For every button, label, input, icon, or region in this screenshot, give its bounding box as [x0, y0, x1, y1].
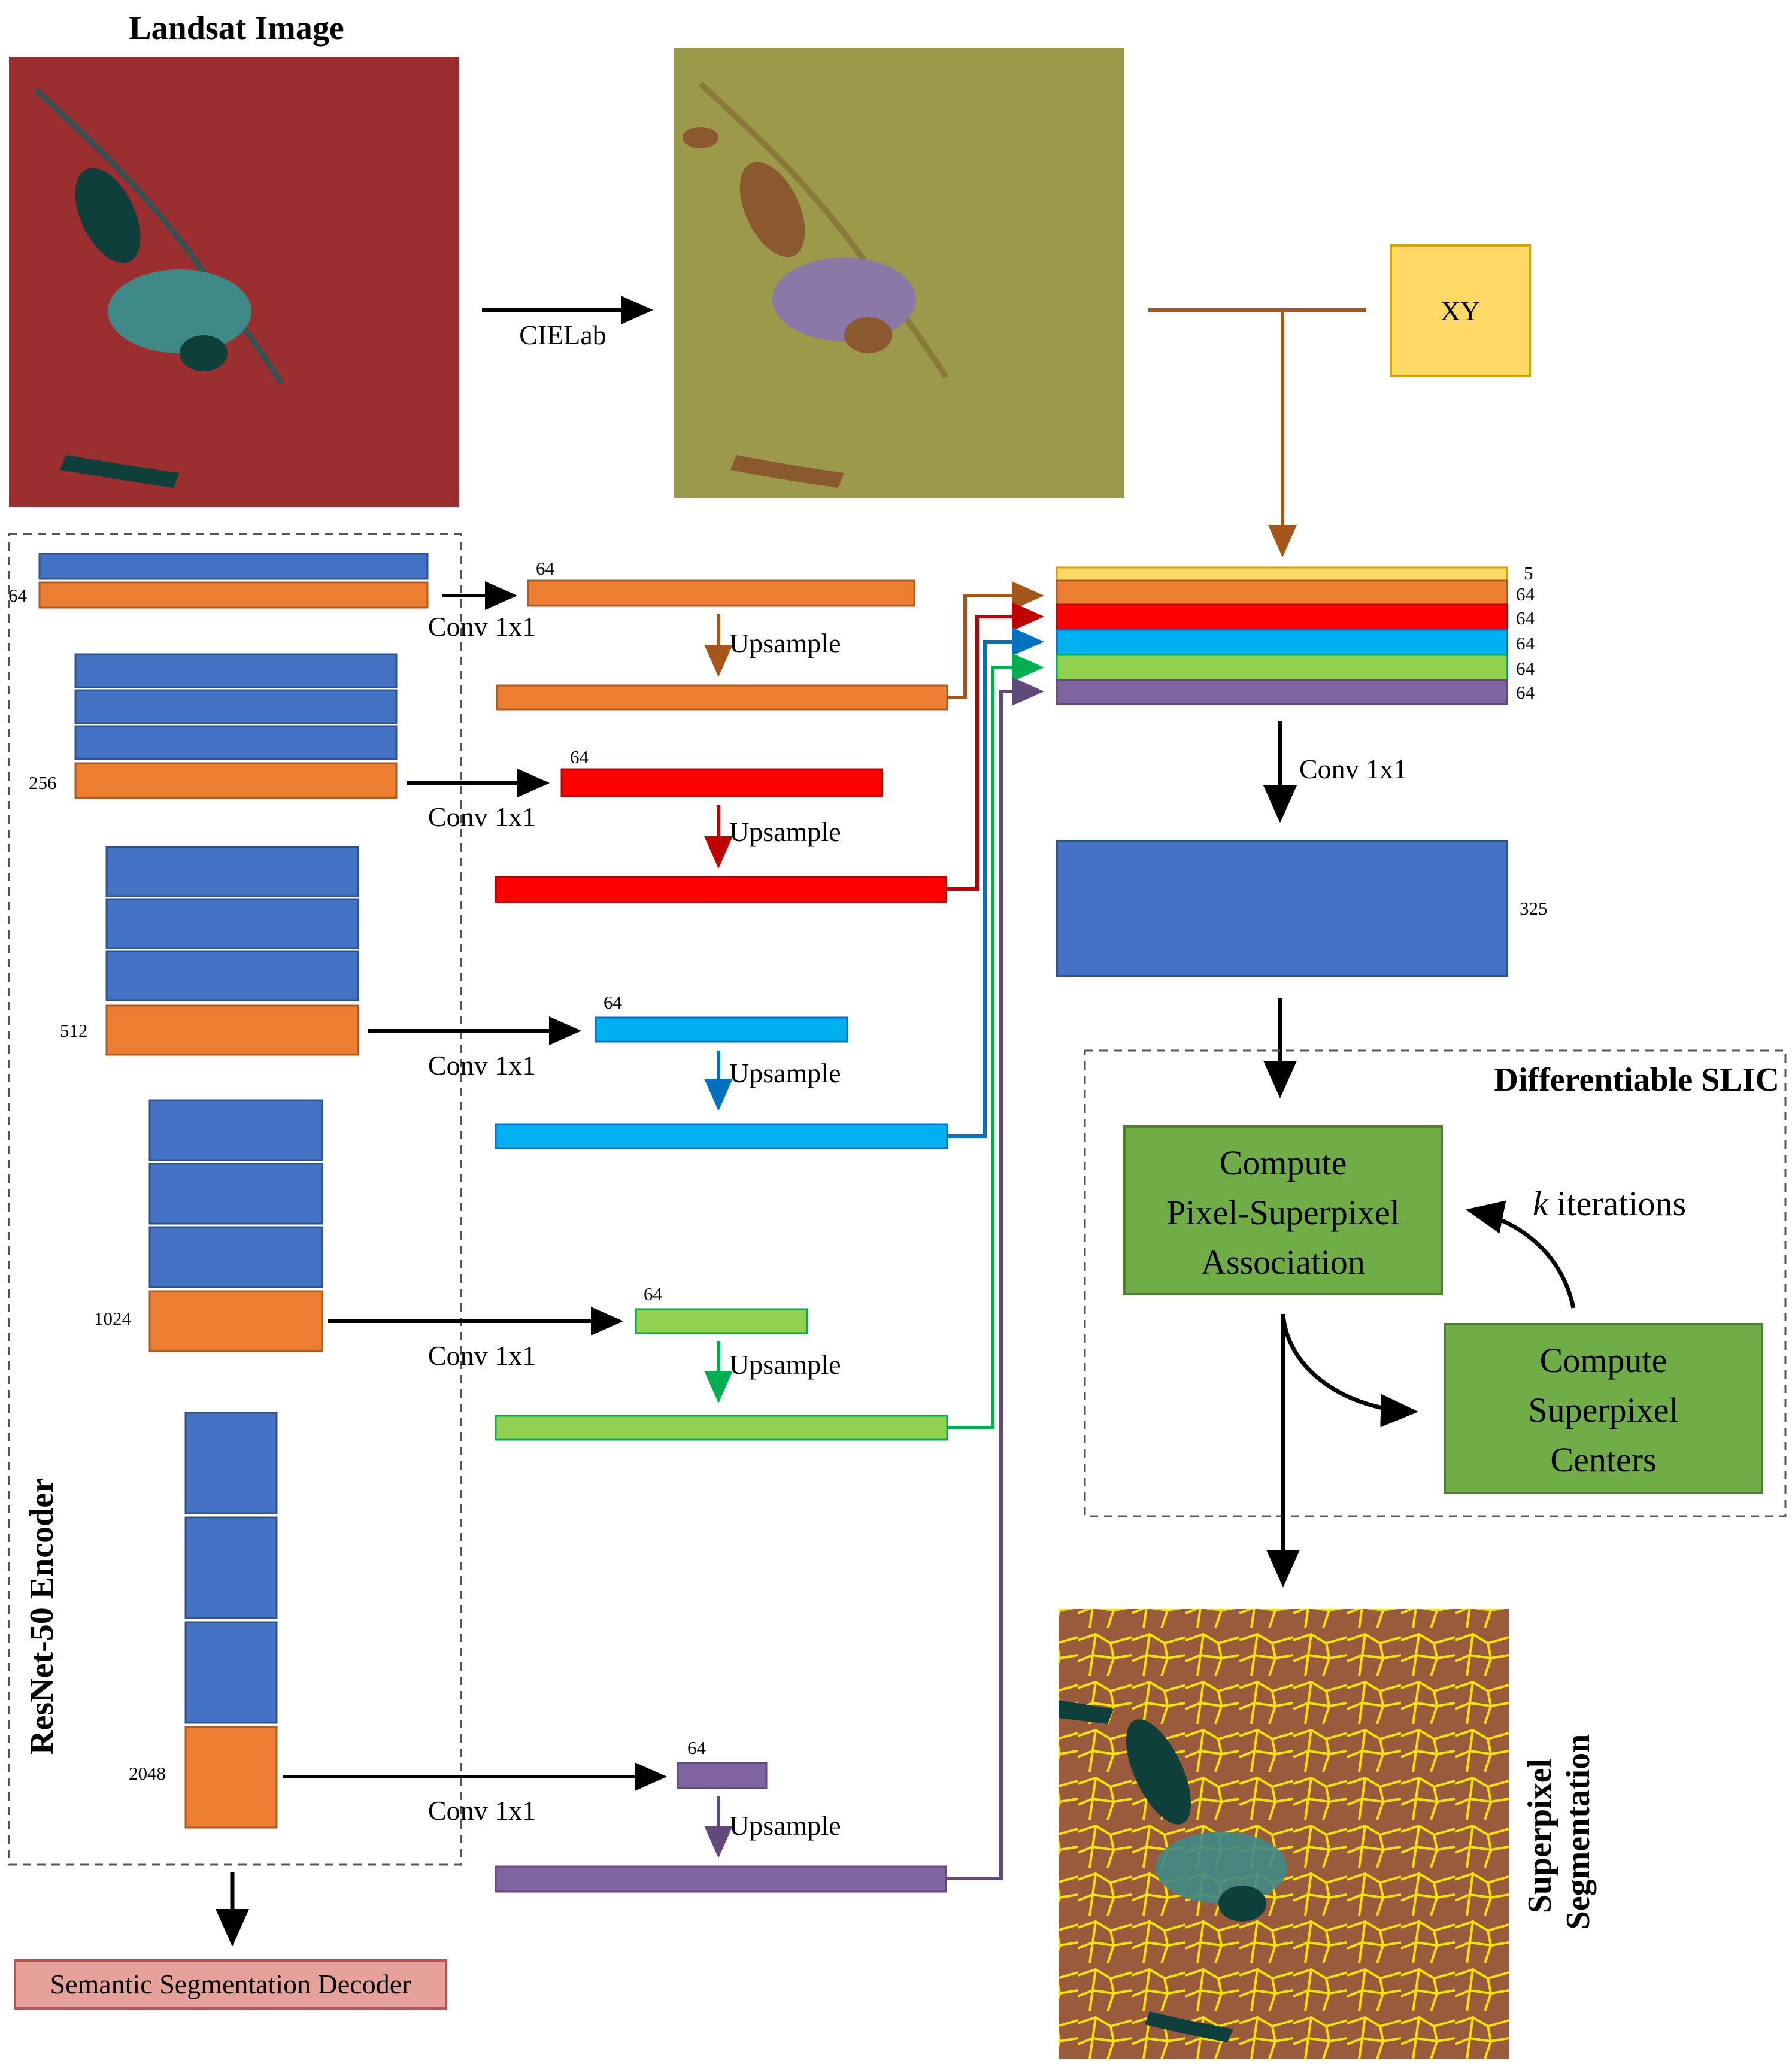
connector-green	[947, 653, 1044, 1429]
slic-title: Differentiable SLIC	[1494, 1061, 1780, 1098]
stack-layer	[1056, 654, 1508, 681]
stack-channel-label: 64	[1516, 682, 1535, 703]
stack-layer	[1056, 629, 1508, 656]
branch-channel-label: 64	[687, 1737, 707, 1758]
branch-channel-label: 64	[604, 992, 623, 1013]
connector-red	[946, 602, 1044, 891]
branch-conv-block	[527, 579, 915, 607]
centers-line: Centers	[1550, 1440, 1656, 1479]
conv-label: Conv 1x1	[428, 1050, 536, 1080]
upsample-label: Upsample	[729, 1058, 841, 1088]
stack-layer	[1056, 566, 1508, 582]
encoder-channel-label: 256	[29, 772, 57, 793]
stack-layer	[1056, 603, 1508, 631]
stack-layer	[1056, 579, 1508, 606]
branch-conv-block	[595, 1016, 848, 1043]
stack-conv-label: Conv 1x1	[1299, 754, 1407, 784]
decoder-label: Semantic Segmentation Decoder	[50, 1969, 411, 1999]
encoder-block	[74, 653, 398, 688]
encoder-block	[74, 725, 398, 760]
encoder-block	[148, 1099, 323, 1161]
upsample-label: Upsample	[729, 1349, 841, 1380]
slic-frame	[1084, 1049, 1787, 1517]
assoc-line: Association	[1201, 1243, 1365, 1282]
encoder-channel-label: 64	[8, 585, 28, 606]
semantic-decoder-box	[14, 1959, 447, 2010]
encoder-output-block	[105, 1004, 359, 1056]
branch-upsampled-block	[495, 1123, 948, 1149]
xy-label: XY	[1441, 296, 1480, 326]
connector-orange	[947, 581, 1044, 699]
conv-label: Conv 1x1	[428, 1795, 536, 1826]
assoc-line: Compute	[1220, 1143, 1347, 1182]
encoder-output-block	[184, 1726, 278, 1829]
cielab-label: CIELab	[519, 320, 607, 350]
encoder-label: ResNet-50 Encoder	[23, 1478, 60, 1755]
xy-box	[1390, 244, 1531, 377]
encoder-block	[105, 950, 359, 1001]
segmentation-image	[1059, 1609, 1509, 2059]
conv-output-channel-label: 325	[1520, 898, 1548, 919]
centers-line: Superpixel	[1528, 1391, 1678, 1429]
encoder-block	[105, 846, 359, 897]
encoder-channel-label: 512	[60, 1020, 88, 1041]
stack-channel-label: 5	[1524, 563, 1533, 584]
branch-channel-label: 64	[644, 1283, 663, 1304]
stack-channel-label: 64	[1516, 608, 1535, 629]
encoder-block	[184, 1516, 278, 1619]
conv-label: Conv 1x1	[428, 611, 536, 642]
stack-channel-label: 64	[1516, 584, 1535, 605]
connector-purple	[946, 677, 1044, 1880]
centers-line: Compute	[1540, 1341, 1667, 1380]
encoder-block	[148, 1163, 323, 1225]
encoder-output-block	[38, 581, 429, 609]
segmentation-label: Superpixel Segmentation	[1521, 1734, 1597, 1930]
segmentation-line: Segmentation	[1560, 1734, 1597, 1930]
encoder-channel-label: 2048	[129, 1763, 166, 1784]
landsat-image	[9, 57, 459, 507]
conv-output-block	[1056, 840, 1508, 977]
encoder-output-block	[148, 1290, 323, 1352]
branch-conv-block	[635, 1308, 808, 1334]
upsample-label: Upsample	[729, 1810, 841, 1841]
conv-label: Conv 1x1	[428, 802, 536, 832]
iteration-arrow	[1466, 1200, 1576, 1309]
centers-box	[1444, 1323, 1763, 1494]
encoder-block	[184, 1621, 278, 1724]
branch-conv-block	[560, 768, 883, 797]
branch-upsampled-block	[496, 684, 948, 711]
iterations-label: k iterations	[1533, 1184, 1686, 1223]
encoder-block	[38, 553, 429, 580]
upsample-label: Upsample	[729, 817, 841, 847]
iterations-text: iterations	[1548, 1184, 1686, 1223]
upsample-label: Upsample	[729, 628, 841, 658]
encoder-channel-label: 1024	[94, 1308, 132, 1329]
cielab-image	[674, 48, 1124, 498]
encoder-output-block	[74, 762, 398, 799]
assoc-line: Pixel-Superpixel	[1166, 1193, 1400, 1232]
encoder-block	[74, 689, 398, 724]
conv-label: Conv 1x1	[428, 1340, 536, 1371]
iterations-k: k	[1533, 1184, 1549, 1223]
stack-layer	[1056, 679, 1508, 705]
feature-stack	[1056, 566, 1508, 705]
encoder-block	[148, 1226, 323, 1288]
connector-cyan	[947, 627, 1044, 1138]
encoder-block	[105, 898, 359, 949]
branch-conv-block	[677, 1762, 768, 1789]
stack-channel-label: 64	[1516, 658, 1535, 679]
branch-upsampled-block	[495, 876, 947, 903]
branch-channel-label: 64	[570, 746, 589, 767]
branch-upsampled-block	[495, 1865, 947, 1893]
stack-channel-label: 64	[1516, 633, 1535, 654]
segmentation-line: Superpixel	[1521, 1759, 1558, 1913]
encoder-block	[184, 1412, 278, 1514]
branch-upsampled-block	[495, 1415, 948, 1441]
assoc-to-centers-arrow	[1281, 1313, 1418, 1428]
landsat-title: Landsat Image	[129, 10, 344, 47]
assoc-box	[1123, 1125, 1443, 1295]
branch-channel-label: 64	[536, 558, 555, 579]
